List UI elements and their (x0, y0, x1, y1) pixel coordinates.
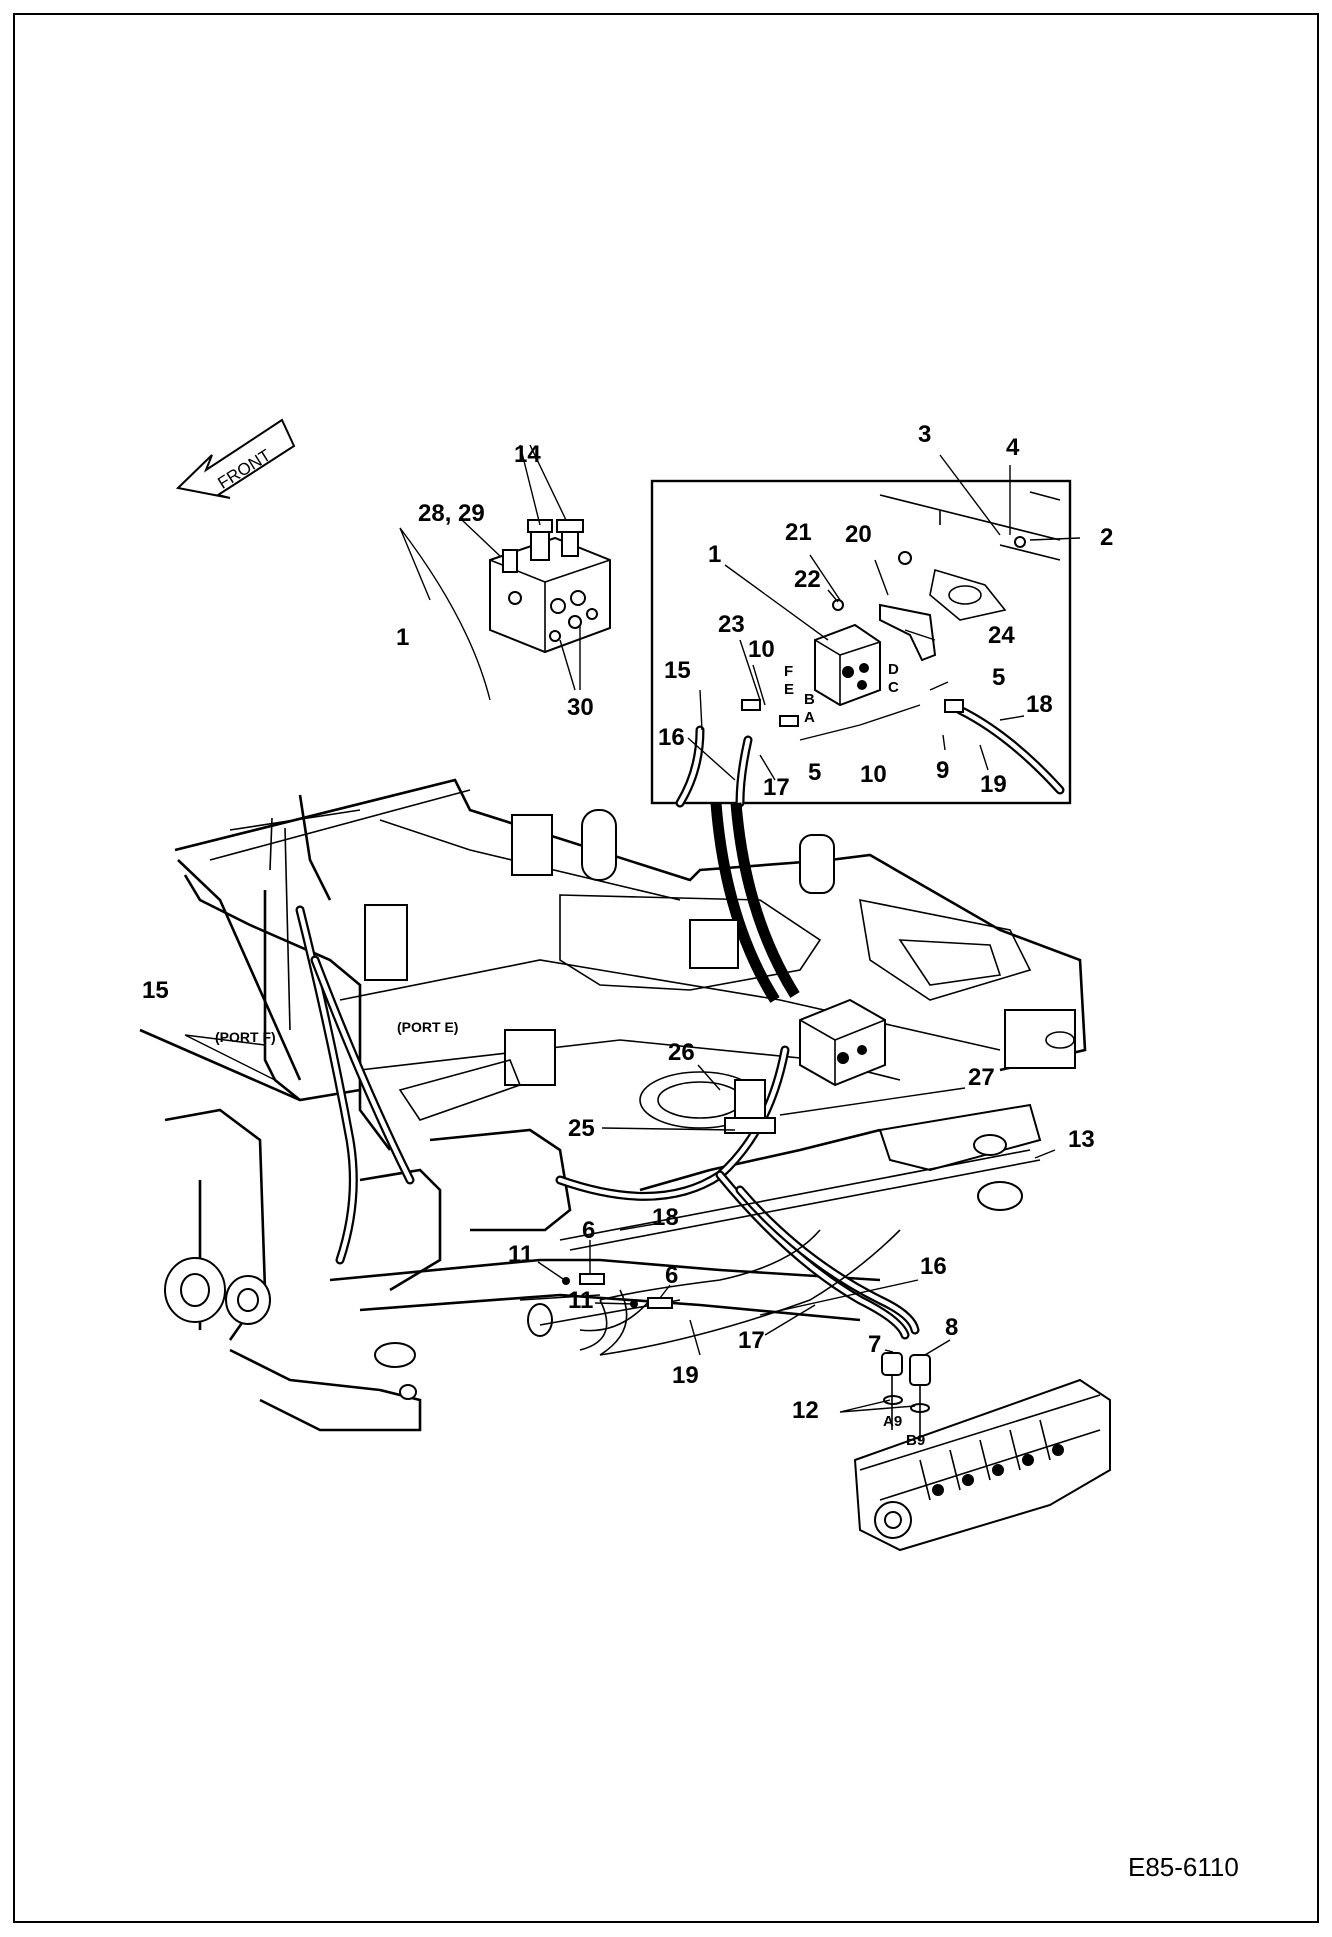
inset-callout-24: 24 (988, 622, 1015, 649)
callout-25: 25 (568, 1115, 595, 1142)
inset-callout-23: 23 (718, 611, 745, 638)
control-valve: A9 B9 (853, 1352, 1111, 1552)
port-letter-a: A (804, 709, 815, 726)
callout-1-detail: 1 (396, 624, 409, 651)
callout-11a: 11 (508, 1241, 533, 1268)
main-hoses (295, 905, 1041, 1356)
port-e-label: (PORT E) (397, 1019, 458, 1035)
inset-callout-2: 2 (1100, 524, 1113, 551)
callout-15: 15 (142, 977, 169, 1004)
port-a9: A9 (883, 1413, 902, 1430)
mounted-valve (724, 998, 886, 1134)
inset-callout-10a: 10 (748, 636, 775, 663)
callout-19: 19 (672, 1362, 699, 1389)
callout-8: 8 (945, 1314, 958, 1341)
inset-callout-15: 15 (664, 657, 691, 684)
reference-code: E85-6110 (1128, 1852, 1239, 1882)
callout-13: 13 (1068, 1126, 1095, 1153)
inset-callout-9: 9 (936, 757, 949, 784)
inset-to-frame-hoses (710, 802, 800, 1003)
port-letter-f: F (784, 663, 793, 680)
callout-16: 16 (920, 1253, 947, 1280)
main-leaders (184, 1034, 1056, 1413)
inset-callout-5b: 5 (808, 759, 821, 786)
port-f-label: (PORT F) (215, 1029, 276, 1045)
inset-callout-22: 22 (794, 566, 821, 593)
callout-17: 17 (738, 1327, 765, 1354)
callout-6a: 6 (582, 1217, 595, 1244)
inset-callout-5a: 5 (992, 664, 1005, 691)
valve-block-detail: 14 28, 29 1 30 (396, 441, 611, 721)
inset-callout-18: 18 (1026, 691, 1053, 718)
port-letter-c: C (888, 679, 899, 696)
machine-frame (139, 778, 1087, 1432)
inset-callout-16: 16 (658, 724, 685, 751)
inset-callout-17: 17 (763, 774, 790, 801)
callout-27: 27 (968, 1064, 995, 1091)
inset-detail: F E B A D C 3 4 2 1 21 20 22 23 10 24 5 … (650, 421, 1113, 808)
callout-7: 7 (868, 1331, 881, 1358)
page-border (13, 13, 1319, 1923)
port-letter-e: E (784, 681, 794, 698)
callout-14: 14 (514, 441, 541, 468)
callout-28-29: 28, 29 (418, 500, 485, 527)
inset-callout-1: 1 (708, 541, 721, 568)
port-b9: B9 (906, 1432, 925, 1449)
inset-callout-10b: 10 (860, 761, 887, 788)
callout-6b: 6 (665, 1262, 678, 1289)
port-letter-d: D (888, 661, 899, 678)
inset-callout-20: 20 (845, 521, 872, 548)
inset-callout-4: 4 (1006, 434, 1020, 461)
inset-callout-21: 21 (785, 519, 812, 546)
inset-callout-19: 19 (980, 771, 1007, 798)
callout-30: 30 (567, 694, 594, 721)
callout-11b: 11 (568, 1287, 593, 1314)
callout-26: 26 (668, 1039, 695, 1066)
port-letter-b: B (804, 691, 815, 708)
inset-callout-3: 3 (918, 421, 931, 448)
callout-12: 12 (792, 1397, 819, 1424)
callout-18: 18 (652, 1204, 679, 1231)
front-arrow: FRONT (175, 418, 296, 499)
